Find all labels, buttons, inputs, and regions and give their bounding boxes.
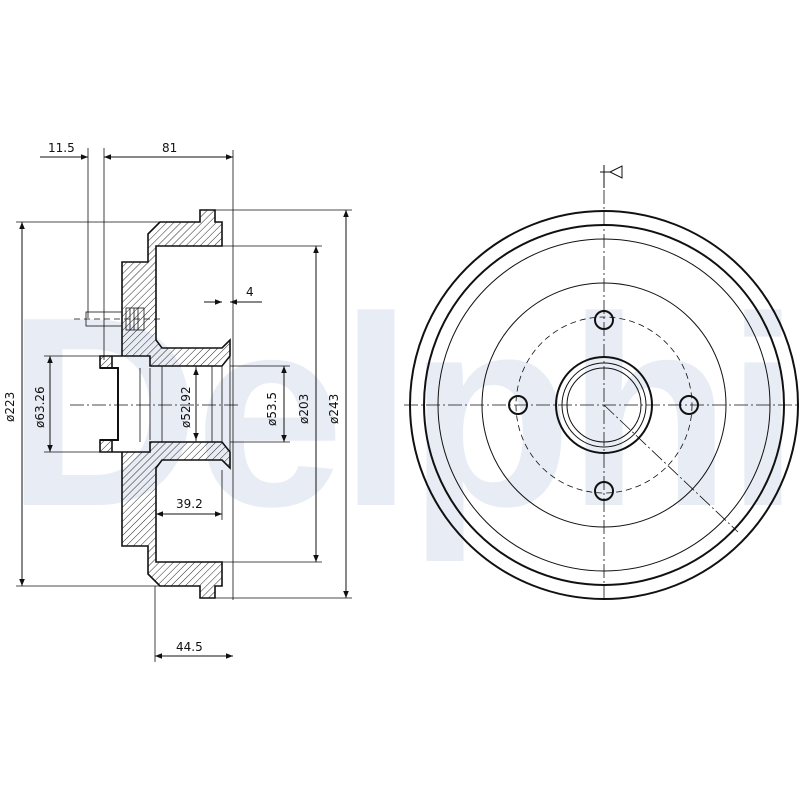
view-direction-arrow-icon: [600, 165, 623, 188]
dim-drum-inner-diameter: ø203: [297, 394, 311, 424]
dim-drum-depth: 44.5: [176, 640, 203, 654]
dim-hub-diameter: ø53.5: [265, 392, 279, 426]
dim-pilot-diameter: ø63.26: [33, 386, 47, 428]
lower-section: [99, 439, 231, 599]
dim-flange-step: 4: [246, 285, 254, 299]
upper-section: [99, 209, 231, 369]
dim-hub-offset: 11.5: [48, 141, 75, 155]
dim-drum-outer-diameter: ø223: [3, 392, 17, 422]
section-dimensions: 11.5 81 4 ø63.26 ø52.92 ø53.5 ø203 ø223: [3, 141, 352, 662]
dim-overall-width: 81: [162, 141, 177, 155]
front-view: [404, 165, 800, 600]
dim-hub-depth: 39.2: [176, 497, 203, 511]
dim-bore-diameter: ø52.92: [179, 386, 193, 428]
dim-flange-diameter: ø243: [327, 394, 341, 424]
